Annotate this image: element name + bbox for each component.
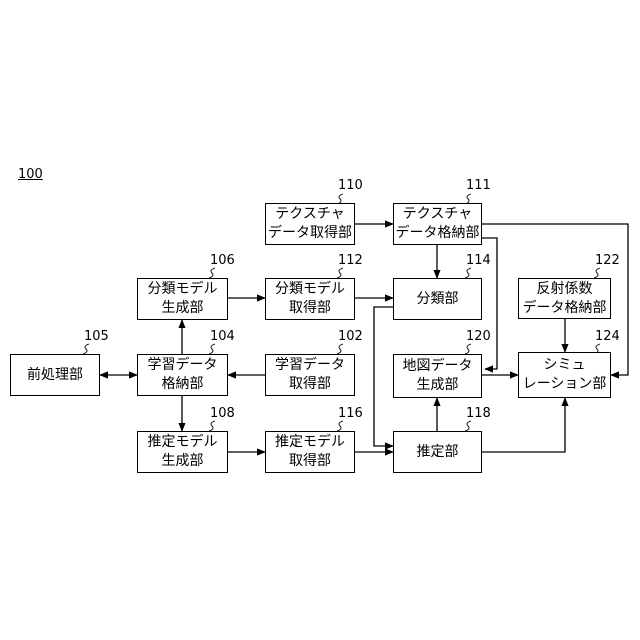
block-104-learning-data-storage: 学習データ 格納部	[137, 354, 228, 396]
block-105-line-1: 前処理部	[27, 366, 83, 385]
block-116-line-1: 推定モデル	[275, 433, 345, 452]
ref-111: 111	[466, 179, 491, 192]
block-111-line-2: データ格納部	[396, 224, 480, 243]
block-106-line-1: 分類モデル	[148, 280, 218, 299]
block-124-line-2: レーション部	[523, 375, 607, 394]
leader-122	[594, 268, 600, 278]
block-110-line-1: テクスチャ	[275, 205, 344, 224]
block-108-line-2: 生成部	[162, 452, 204, 471]
block-124-line-1: シミュ	[544, 356, 586, 375]
ref-108: 108	[210, 407, 235, 420]
ref-104: 104	[210, 330, 235, 343]
ref-124: 124	[595, 330, 620, 343]
ref-112: 112	[338, 254, 363, 267]
block-105-preprocessing: 前処理部	[10, 354, 100, 396]
block-106-classification-model-generation: 分類モデル 生成部	[137, 278, 228, 320]
ref-114: 114	[466, 254, 491, 267]
block-108-estimation-model-generation: 推定モデル 生成部	[137, 431, 228, 473]
block-110-line-2: データ取得部	[268, 224, 352, 243]
arrow-114-to-118	[374, 307, 393, 446]
leader-112	[337, 268, 343, 278]
block-122-line-2: データ格納部	[523, 299, 607, 318]
block-122-reflection-coefficient-storage: 反射係数 データ格納部	[518, 278, 611, 319]
block-120-line-2: 生成部	[417, 376, 459, 395]
figure-label: 100	[18, 167, 43, 182]
ref-110: 110	[338, 179, 363, 192]
block-114-line-1: 分類部	[417, 290, 459, 309]
block-104-line-1: 学習データ	[148, 356, 218, 375]
block-112-line-2: 取得部	[289, 299, 331, 318]
block-120-map-data-generation: 地図データ 生成部	[393, 354, 482, 398]
leader-118	[465, 421, 471, 431]
block-112-classification-model-acquisition: 分類モデル 取得部	[265, 278, 355, 320]
block-122-line-1: 反射係数	[537, 280, 593, 299]
block-104-line-2: 格納部	[162, 375, 204, 394]
block-111-line-1: テクスチャ	[403, 205, 472, 224]
leader-120	[465, 344, 471, 354]
block-102-learning-data-acquisition: 学習データ 取得部	[265, 354, 355, 396]
block-112-line-1: 分類モデル	[275, 280, 345, 299]
block-110-texture-data-acquisition: テクスチャ データ取得部	[265, 203, 355, 245]
block-124-simulation: シミュ レーション部	[518, 352, 611, 398]
ref-118: 118	[466, 407, 491, 420]
leader-116	[337, 421, 343, 431]
ref-106: 106	[210, 254, 235, 267]
leader-106	[209, 268, 215, 278]
block-102-line-2: 取得部	[289, 375, 331, 394]
block-116-line-2: 取得部	[289, 452, 331, 471]
block-114-classification: 分類部	[393, 278, 482, 320]
block-108-line-1: 推定モデル	[148, 433, 218, 452]
block-118-estimation: 推定部	[393, 431, 482, 473]
ref-105: 105	[84, 330, 109, 343]
ref-120: 120	[466, 330, 491, 343]
ref-102: 102	[338, 330, 363, 343]
block-116-estimation-model-acquisition: 推定モデル 取得部	[265, 431, 355, 473]
leader-105	[83, 344, 89, 354]
ref-122: 122	[595, 254, 620, 267]
leader-114	[465, 268, 471, 278]
block-102-line-1: 学習データ	[275, 356, 345, 375]
leader-108	[209, 421, 215, 431]
leader-102	[337, 344, 343, 354]
block-106-line-2: 生成部	[162, 299, 204, 318]
block-118-line-1: 推定部	[417, 443, 459, 462]
block-111-texture-data-storage: テクスチャ データ格納部	[393, 203, 482, 245]
arrow-118-to-124	[482, 398, 565, 452]
ref-116: 116	[338, 407, 363, 420]
block-120-line-1: 地図データ	[403, 357, 473, 376]
leader-104	[209, 344, 215, 354]
